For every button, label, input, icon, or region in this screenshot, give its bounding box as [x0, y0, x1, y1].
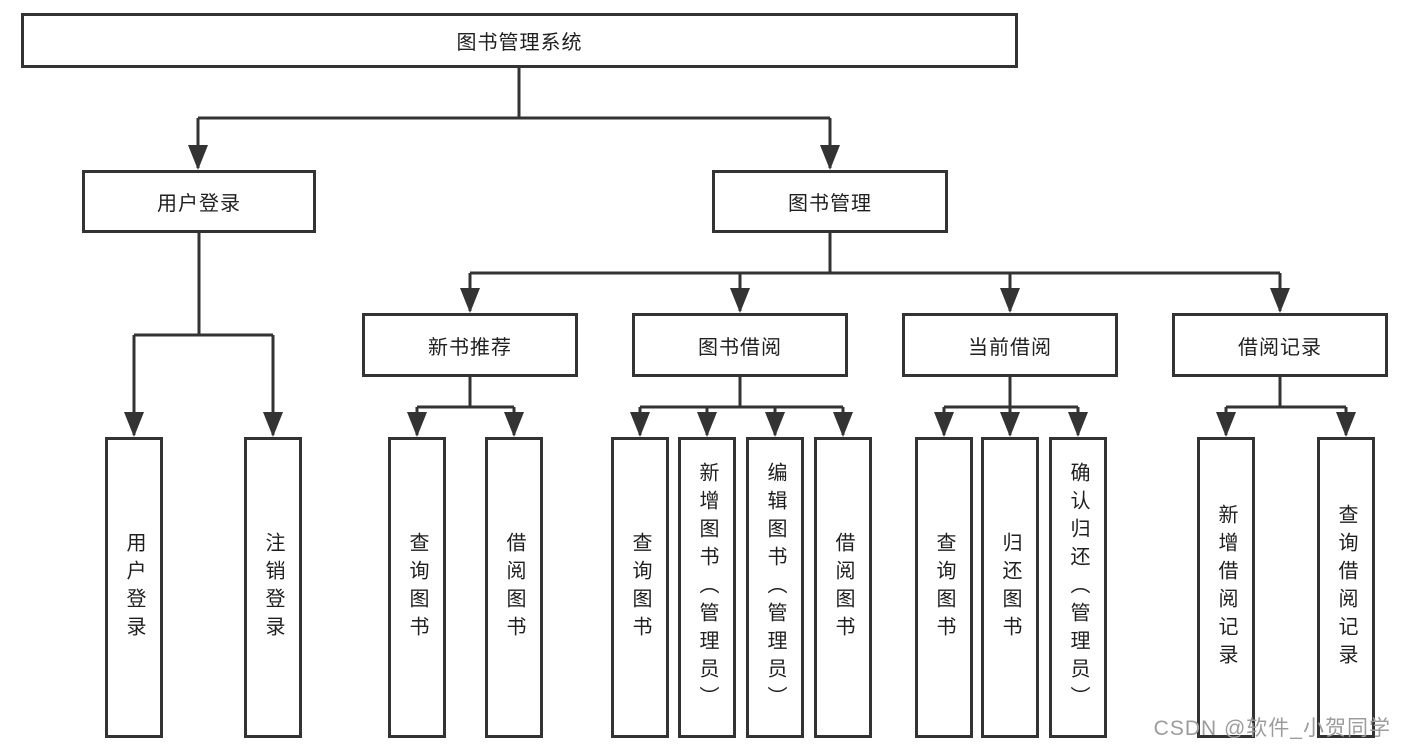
- connector-book-management: [460, 233, 1290, 313]
- arrowhead-icon: [934, 412, 954, 437]
- arrowhead-icon: [504, 412, 524, 437]
- arrowhead-icon: [630, 412, 650, 437]
- arrowhead-icon: [1068, 412, 1088, 437]
- arrowhead-icon: [1000, 288, 1020, 313]
- node-leaf-query-books-2: 查询图书: [611, 437, 669, 738]
- node-leaf-confirm-return-admin: 确认归还（管理员）: [1049, 437, 1107, 738]
- arrowhead-icon: [1216, 412, 1236, 437]
- arrowhead-icon: [765, 412, 785, 437]
- node-leaf-add-borrow-record: 新增借阅记录: [1197, 437, 1255, 738]
- arrowhead-icon: [730, 288, 750, 313]
- leaf-label: 查询图书: [933, 531, 955, 644]
- connector-borrow-records: [1216, 377, 1356, 437]
- leaf-label: 借阅图书: [503, 531, 525, 644]
- leaf-label: 新增借阅记录: [1215, 503, 1237, 672]
- arrowhead-icon: [407, 412, 427, 437]
- node-current-borrow-label: 当前借阅: [968, 336, 1052, 359]
- node-leaf-query-books-3: 查询图书: [915, 437, 973, 738]
- leaf-label: 借阅图书: [832, 531, 854, 644]
- arrowhead-icon: [820, 145, 840, 170]
- arrowhead-icon: [1270, 288, 1290, 313]
- node-book-borrow: 图书借阅: [632, 313, 848, 377]
- node-new-books-label: 新书推荐: [428, 336, 512, 359]
- node-leaf-query-books-1: 查询图书: [388, 437, 446, 738]
- connector-user-login: [124, 233, 283, 437]
- arrowhead-icon: [1336, 412, 1356, 437]
- node-current-borrow: 当前借阅: [902, 313, 1118, 377]
- node-leaf-return-books: 归还图书: [981, 437, 1039, 738]
- node-book-management: 图书管理: [712, 170, 948, 233]
- csdn-watermark: CSDN @软件_小贺同学: [1153, 717, 1391, 740]
- arrowhead-icon: [697, 412, 717, 437]
- node-user-login: 用户登录: [82, 170, 316, 233]
- leaf-label: 新增图书（管理员）: [696, 461, 718, 714]
- node-leaf-borrow-books-1: 借阅图书: [485, 437, 543, 738]
- node-leaf-borrow-books-2: 借阅图书: [814, 437, 872, 738]
- arrowhead-icon: [263, 412, 283, 437]
- leaf-label: 查询借阅记录: [1335, 503, 1357, 672]
- node-book-management-label: 图书管理: [788, 193, 872, 215]
- node-root-label: 图书管理系统: [456, 32, 583, 54]
- node-borrow-records-label: 借阅记录: [1238, 336, 1322, 359]
- node-root: 图书管理系统: [21, 13, 1018, 68]
- node-new-books: 新书推荐: [362, 313, 578, 377]
- leaf-label: 归还图书: [999, 531, 1021, 644]
- node-book-borrow-label: 图书借阅: [698, 336, 782, 359]
- leaf-label: 查询图书: [629, 531, 651, 644]
- node-user-login-label: 用户登录: [157, 193, 241, 215]
- arrowhead-icon: [188, 145, 208, 170]
- connector-root: [188, 68, 840, 170]
- connector-book-borrow: [630, 377, 853, 437]
- node-leaf-user-login: 用户登录: [105, 437, 163, 738]
- node-leaf-logout: 注销登录: [244, 437, 302, 738]
- node-borrow-records: 借阅记录: [1172, 313, 1388, 377]
- leaf-label: 用户登录: [123, 531, 145, 644]
- arrowhead-icon: [460, 288, 480, 313]
- node-leaf-edit-books-admin: 编辑图书（管理员）: [746, 437, 804, 738]
- connector-current-borrow: [934, 377, 1088, 437]
- leaf-label: 确认归还（管理员）: [1067, 461, 1089, 714]
- arrowhead-icon: [1000, 412, 1020, 437]
- leaf-label: 查询图书: [406, 531, 428, 644]
- arrowhead-icon: [833, 412, 853, 437]
- leaf-label: 注销登录: [262, 531, 284, 644]
- leaf-label: 编辑图书（管理员）: [764, 461, 786, 714]
- connector-new-books: [407, 377, 524, 437]
- node-leaf-query-borrow-record: 查询借阅记录: [1317, 437, 1375, 738]
- arrowhead-icon: [124, 412, 144, 437]
- node-leaf-add-books-admin: 新增图书（管理员）: [678, 437, 736, 738]
